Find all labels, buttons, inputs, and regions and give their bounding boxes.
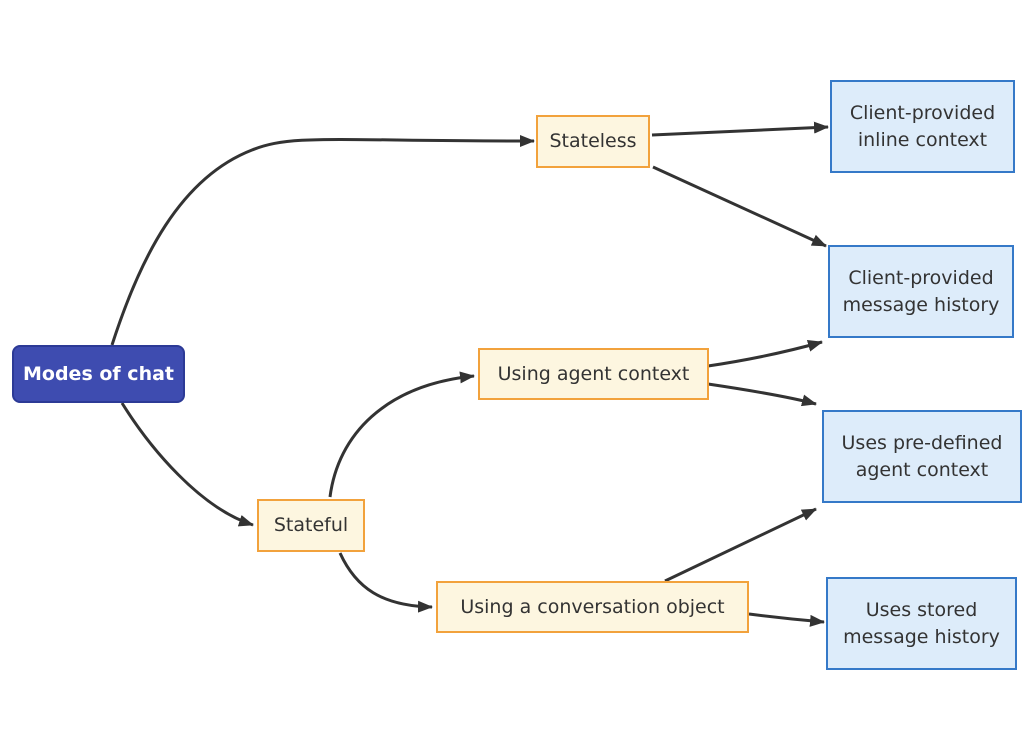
node-client-provided-message-history: Client-provided message history [828, 245, 1014, 338]
node-using-agent-context-label: Using agent context [497, 362, 690, 385]
node-uses-predefined-agent-context-label: Uses pre-defined agent context [841, 431, 1003, 481]
edge-conversation-to-predefined [664, 507, 817, 583]
edge-stateful-to-agent-context [328, 371, 475, 498]
node-client-provided-message-history-label: Client-provided message history [842, 266, 1000, 316]
node-using-conversation-object: Using a conversation object [436, 581, 749, 633]
edge-stateful-to-conversation [338, 552, 433, 613]
node-modes-of-chat-label: Modes of chat [23, 362, 174, 385]
node-client-provided-inline-context-label: Client-provided inline context [849, 101, 996, 151]
edge-agent-context-to-predefined [707, 382, 817, 407]
edge-conversation-to-stored [748, 612, 825, 627]
node-using-agent-context: Using agent context [478, 348, 709, 400]
node-stateless-label: Stateless [549, 130, 637, 152]
edge-modes-to-stateful [120, 402, 254, 527]
node-uses-stored-message-history: Uses stored message history [826, 577, 1017, 670]
node-stateful-label: Stateful [273, 514, 349, 536]
node-modes-of-chat: Modes of chat [12, 345, 185, 403]
edge-stateless-to-inline-context [651, 121, 829, 137]
node-uses-stored-message-history-label: Uses stored message history [843, 598, 1000, 648]
node-stateless: Stateless [536, 115, 650, 168]
node-uses-predefined-agent-context: Uses pre-defined agent context [822, 410, 1022, 503]
edge-stateless-to-message-history [652, 165, 827, 248]
node-stateful: Stateful [257, 499, 365, 552]
node-client-provided-inline-context: Client-provided inline context [830, 80, 1015, 173]
edge-modes-to-stateless [110, 134, 535, 346]
node-using-conversation-object-label: Using a conversation object [460, 595, 725, 618]
edge-agent-context-to-message-history [707, 340, 823, 368]
